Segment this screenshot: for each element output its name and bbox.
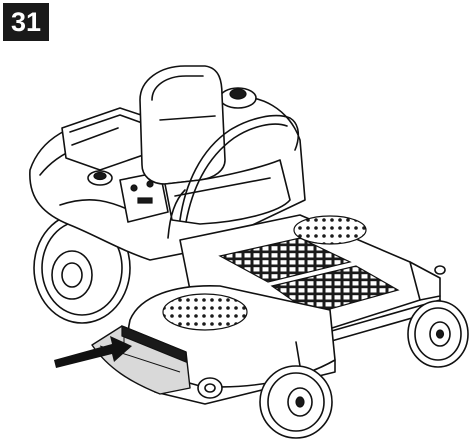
arrow-icon bbox=[54, 336, 132, 368]
front-right-caster-wheel bbox=[407, 265, 469, 368]
front-left-caster-wheel bbox=[259, 341, 333, 439]
step-number-badge: 31 bbox=[3, 3, 49, 41]
steering-levers bbox=[167, 114, 300, 239]
operator-seat bbox=[139, 65, 291, 225]
deck-roller bbox=[197, 377, 223, 399]
step-number: 31 bbox=[10, 6, 42, 37]
